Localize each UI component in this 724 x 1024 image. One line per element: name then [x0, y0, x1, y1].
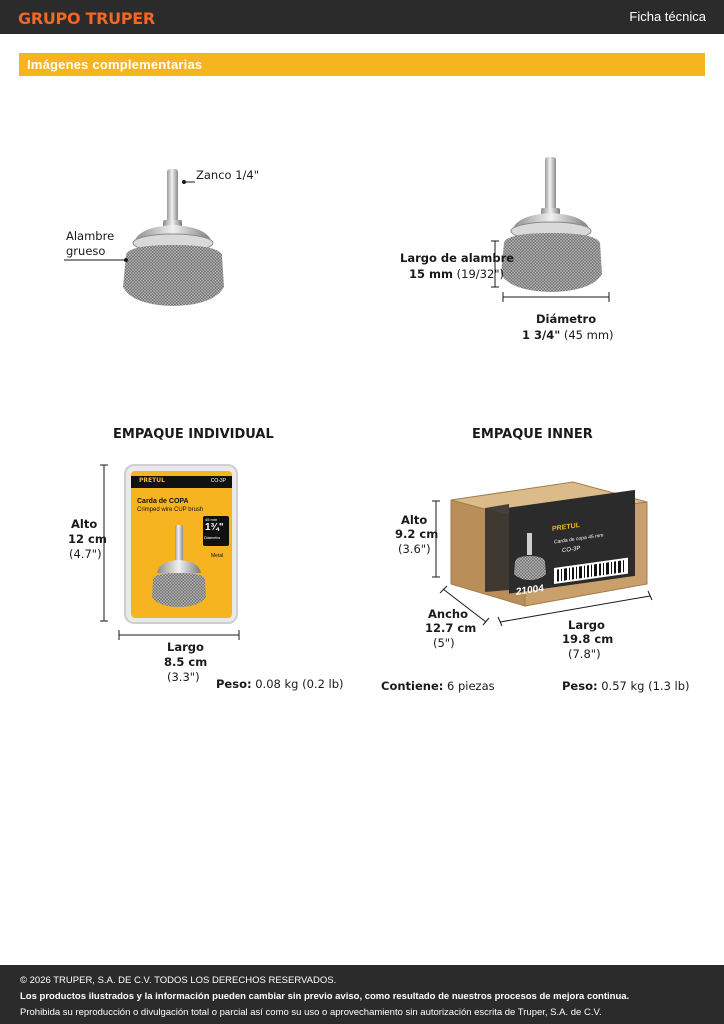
inner-height-alt: (3.6") [398, 542, 431, 556]
document-type: Ficha técnica [629, 9, 706, 24]
individual-height-label: Alto [71, 517, 98, 531]
inner-width-alt: (5") [433, 636, 455, 650]
inner-length-label: Largo [568, 618, 605, 632]
shank-label: Zanco 1/4" [196, 168, 260, 182]
inner-width-label: Ancho [428, 607, 468, 621]
blister-card: PRETUL CO-3P Carda de COPA Crimped wire … [124, 464, 238, 624]
section-bar: Imágenes complementarias [19, 53, 705, 76]
inner-height-label: Alto [401, 513, 428, 527]
inner-pack-heading: EMPAQUE INNER [472, 427, 593, 442]
inner-width-dimension [439, 585, 490, 626]
card-code: CO-3P [210, 478, 226, 484]
individual-length-dimension [118, 630, 240, 640]
cup-brush-image-left [123, 169, 224, 306]
wire-label-line2: grueso [66, 244, 106, 258]
wire-length-dimension [491, 240, 499, 288]
box-barcode [554, 557, 628, 584]
inner-length-value: 19.8 cm [562, 632, 614, 646]
diameter-value: 1 3/4" (45 mm) [522, 328, 614, 342]
card-brand: PRETUL [139, 477, 165, 484]
inner-width-value: 12.7 cm [425, 621, 477, 635]
diameter-label: Diámetro [536, 312, 597, 326]
inner-contains: Contiene: 6 piezas [381, 679, 495, 693]
shank-callout-line [182, 180, 195, 184]
individual-length-label: Largo [167, 640, 204, 654]
footer: © 2026 TRUPER, S.A. DE C.V. TODOS LOS DE… [0, 965, 724, 1024]
section-title: Imágenes complementarias [27, 57, 203, 72]
top-bar: GRUPO TRUPER Ficha técnica [0, 0, 724, 34]
card-size-top: 45 mm [205, 517, 218, 522]
box-brush-image [514, 533, 546, 580]
footer-copyright: © 2026 TRUPER, S.A. DE C.V. TODOS LOS DE… [20, 975, 337, 986]
wire-length-label: Largo de alambre [400, 251, 515, 265]
card-size-main: 1¾" [205, 522, 224, 533]
individual-weight: Peso: 0.08 kg (0.2 lb) [216, 677, 344, 691]
inner-height-dimension [432, 500, 440, 578]
individual-length-value: 8.5 cm [164, 655, 208, 669]
card-title: Carda de COPA [137, 498, 189, 505]
diameter-dimension [502, 292, 610, 302]
individual-height-dimension [100, 464, 108, 622]
individual-height-alt: (4.7") [69, 547, 102, 561]
card-brush-image [152, 525, 206, 607]
wire-label-line1: Alambre [66, 229, 115, 243]
wire-callout-line [64, 258, 128, 262]
individual-height-value: 12 cm [68, 532, 107, 546]
footer-legal: Prohibida su reproducción o divulgación … [20, 1007, 602, 1018]
card-material: Metal [211, 553, 224, 559]
individual-pack-heading: EMPAQUE INDIVIDUAL [113, 427, 274, 442]
cup-brush-image-right [501, 157, 602, 292]
individual-length-alt: (3.3") [167, 670, 200, 684]
footer-notice: Los productos ilustrados y la informació… [20, 991, 630, 1002]
card-size-label: Diámetro [204, 535, 221, 540]
inner-weight: Peso: 0.57 kg (1.3 lb) [562, 679, 690, 693]
card-subtitle: Crimped wire CUP brush [137, 507, 204, 513]
brand-logo: GRUPO TRUPER [18, 9, 155, 28]
inner-length-dimension [497, 590, 653, 627]
inner-length-alt: (7.8") [568, 647, 601, 661]
wire-length-value: 15 mm (19/32") [409, 267, 505, 281]
inner-height-value: 9.2 cm [395, 527, 439, 541]
